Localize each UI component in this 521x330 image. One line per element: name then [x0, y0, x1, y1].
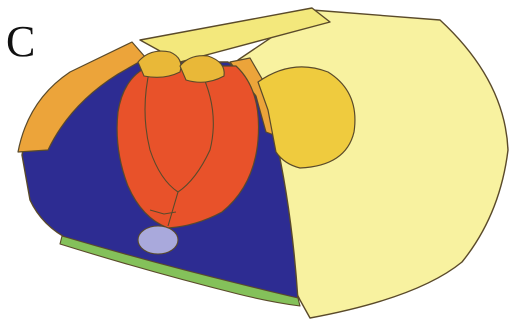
core-top-right — [180, 56, 224, 83]
node — [138, 226, 178, 254]
core-top-left — [138, 51, 181, 77]
